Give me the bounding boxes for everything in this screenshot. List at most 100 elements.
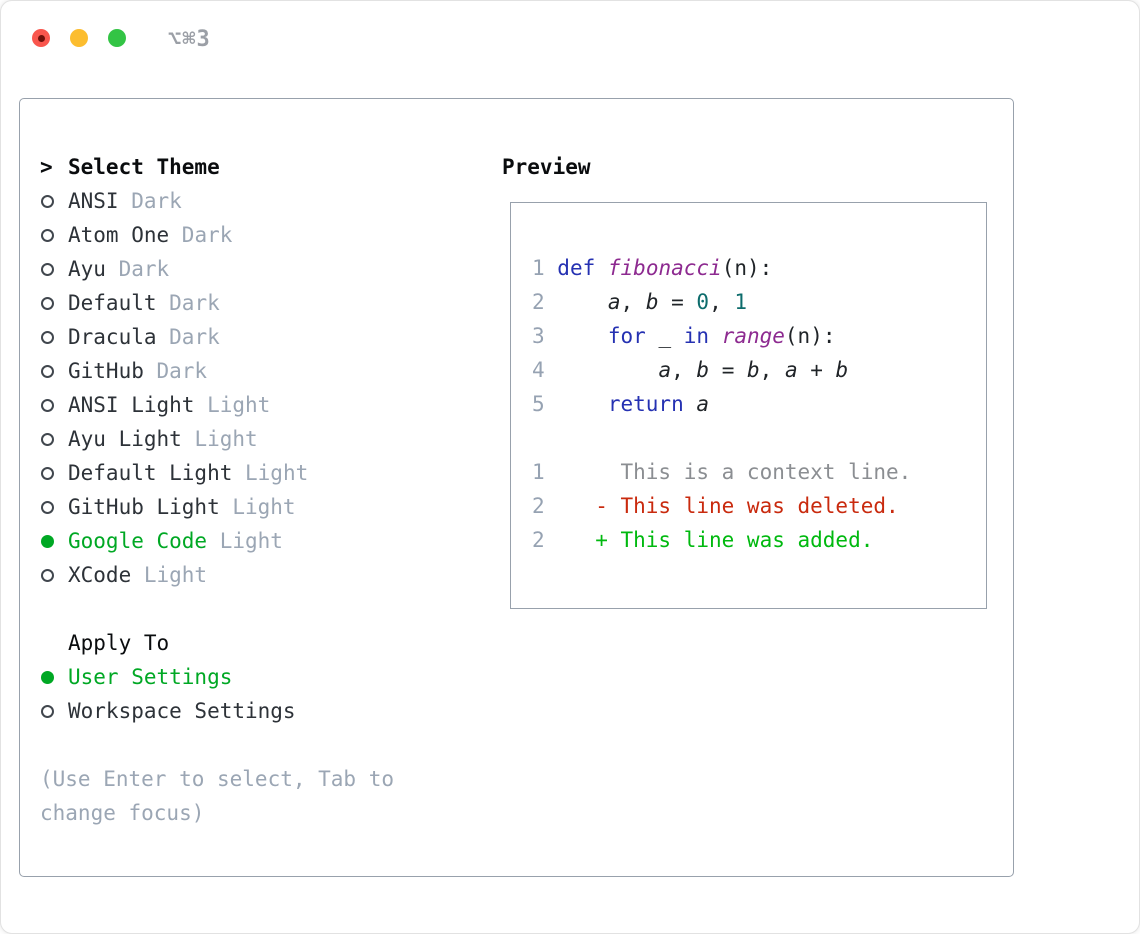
code-line: 2 - This line was deleted.: [532, 489, 986, 523]
line-number: 1: [532, 256, 545, 280]
radio-empty-icon: [41, 466, 54, 480]
variant-label: Light: [181, 427, 258, 451]
code-token: for: [607, 324, 646, 348]
option-label: Atom One: [68, 223, 170, 247]
apply-to-option[interactable]: User Settings: [40, 660, 480, 694]
code-line: 3 for _ in range(n):: [532, 319, 986, 353]
variant-label: Dark: [156, 291, 220, 315]
variant-label: Light: [219, 495, 296, 519]
code-line: 2 a, b = 0, 1: [532, 285, 986, 319]
close-button[interactable]: [32, 29, 50, 47]
option-label: Ayu Light: [68, 427, 182, 451]
code-line: 1 def fibonacci(n):: [532, 251, 986, 285]
variant-label: Light: [194, 393, 271, 417]
zoom-button[interactable]: [108, 29, 126, 47]
line-number: 2: [532, 290, 545, 314]
radio-empty-icon: [41, 432, 54, 446]
code-token: =: [658, 290, 697, 314]
code-token: b: [696, 358, 710, 382]
line-number: 2: [532, 528, 545, 552]
radio-empty-icon: [41, 296, 54, 310]
theme-option[interactable]: ANSI Light Light: [40, 388, 480, 422]
radio-empty-icon: [41, 568, 54, 582]
theme-option[interactable]: Default Dark: [40, 286, 480, 320]
radio-empty-icon: [41, 398, 54, 412]
radio-empty-icon: [41, 262, 54, 276]
select-theme-header: > Select Theme: [40, 150, 480, 184]
minimize-button[interactable]: [70, 29, 88, 47]
option-label: Default: [68, 291, 157, 315]
preview-heading: Preview: [502, 155, 591, 179]
code-token: ,: [709, 290, 735, 314]
code-token: range: [721, 324, 785, 348]
code-token: _: [645, 324, 684, 348]
code-token: fibonacci: [607, 256, 722, 280]
code-token: b: [746, 358, 760, 382]
code-token: + This line was added.: [544, 528, 874, 552]
theme-option[interactable]: GitHub Light Light: [40, 490, 480, 524]
theme-option[interactable]: ANSI Dark: [40, 184, 480, 218]
code-line: [532, 421, 986, 455]
variant-label: Light: [232, 461, 309, 485]
apply-to-label: Apply To: [68, 631, 170, 655]
radio-empty-icon: [41, 228, 54, 242]
line-number: 2: [532, 494, 545, 518]
variant-label: Dark: [156, 325, 220, 349]
variant-label: Dark: [118, 189, 182, 213]
theme-option[interactable]: XCode Light: [40, 558, 480, 592]
code-token: =: [709, 358, 747, 382]
option-label: XCode: [68, 563, 132, 587]
line-number: 3: [532, 324, 545, 348]
option-label: User Settings: [68, 665, 233, 689]
theme-option[interactable]: Google Code Light: [40, 524, 480, 558]
code-token: a: [607, 290, 621, 314]
theme-option[interactable]: Ayu Light Light: [40, 422, 480, 456]
radio-empty-icon: [41, 194, 54, 208]
code-token: b: [645, 290, 659, 314]
option-label: GitHub Light: [68, 495, 220, 519]
code-token: ,: [759, 358, 785, 382]
code-token: a: [696, 392, 710, 416]
apply-to-option[interactable]: Workspace Settings: [40, 694, 480, 728]
code-token: (n):: [784, 324, 836, 348]
code-token: b: [835, 358, 849, 382]
theme-option[interactable]: GitHub Dark: [40, 354, 480, 388]
code-token: - This line was deleted.: [544, 494, 899, 518]
code-token: a: [784, 358, 798, 382]
code-line: 1 This is a context line.: [532, 455, 986, 489]
code-token: ,: [671, 358, 697, 382]
code-token: (n):: [721, 256, 773, 280]
radio-empty-icon: [41, 330, 54, 344]
line-number: 1: [532, 460, 545, 484]
code-token: [545, 324, 608, 348]
theme-option[interactable]: Ayu Dark: [40, 252, 480, 286]
theme-option[interactable]: Dracula Dark: [40, 320, 480, 354]
radio-empty-icon: [41, 704, 54, 718]
code-token: 0: [696, 290, 710, 314]
focus-arrow-icon: >: [40, 155, 53, 179]
theme-option[interactable]: Atom One Dark: [40, 218, 480, 252]
radio-empty-icon: [41, 500, 54, 514]
help-text: (Use Enter to select, Tab to change focu…: [40, 767, 395, 825]
code-line: 2 + This line was added.: [532, 523, 986, 557]
variant-label: Light: [131, 563, 208, 587]
theme-option[interactable]: Default Light Light: [40, 456, 480, 490]
line-number: 5: [532, 392, 545, 416]
option-label: Google Code: [68, 529, 208, 553]
select-theme-label: Select Theme: [68, 155, 220, 179]
code-token: [545, 290, 608, 314]
code-token: [545, 358, 659, 382]
code-token: [684, 392, 697, 416]
option-label: Default Light: [68, 461, 233, 485]
radio-selected-icon: [41, 670, 54, 684]
radio-selected-icon: [41, 534, 54, 548]
window-title: ⌥⌘3: [168, 27, 211, 52]
line-number: 4: [532, 358, 545, 382]
option-label: ANSI Light: [68, 393, 195, 417]
radio-empty-icon: [41, 364, 54, 378]
